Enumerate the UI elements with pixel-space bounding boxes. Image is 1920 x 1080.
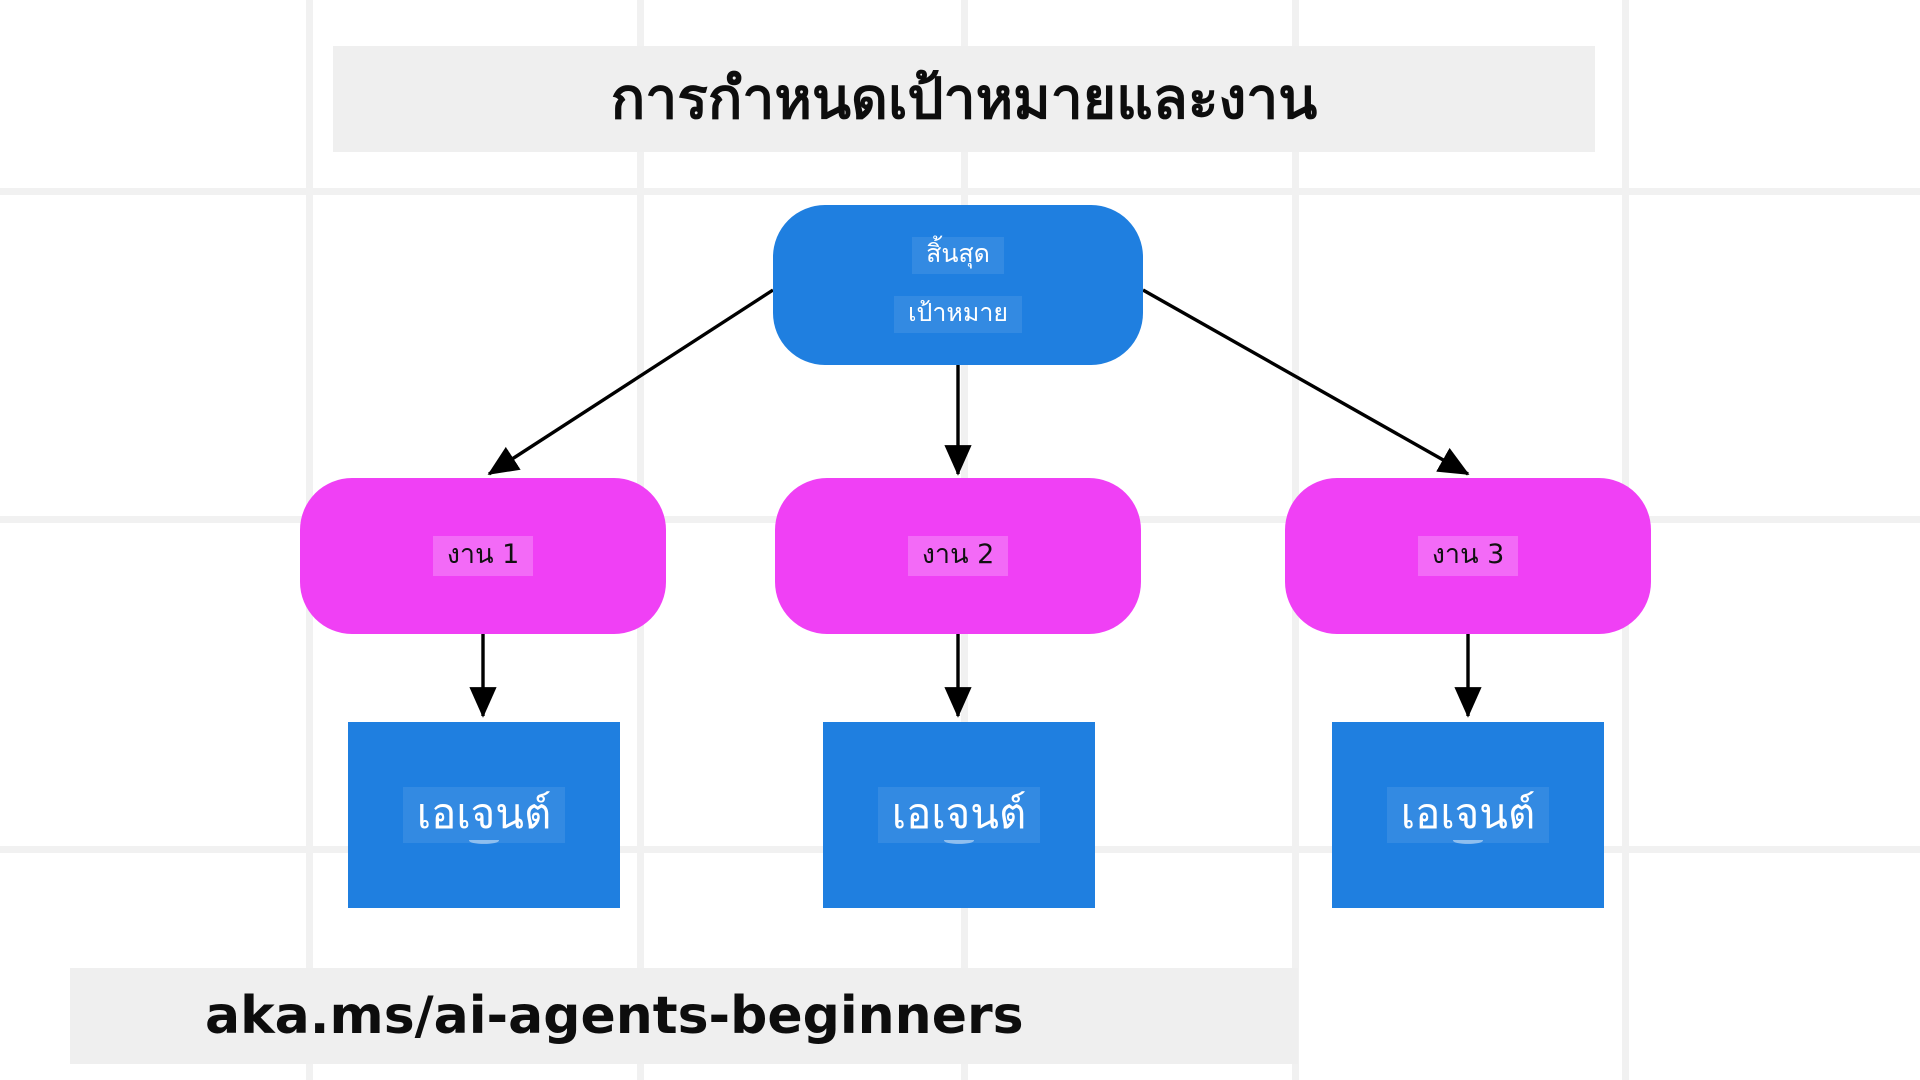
- task-node-2-label: งาน 2: [907, 536, 1009, 576]
- edge-goal-to-task-3: [1142, 288, 1470, 476]
- task-node-1[interactable]: งาน 1: [300, 478, 666, 634]
- task-node-1-label: งาน 1: [432, 536, 534, 576]
- goal-node[interactable]: สิ้นสุด เป้าหมาย: [773, 205, 1143, 365]
- title-banner: การกำหนดเป้าหมายและงาน: [333, 46, 1595, 152]
- agent-node-3[interactable]: เอเจนต์: [1332, 722, 1604, 908]
- agent-node-3-label: เอเจนต์: [1386, 786, 1550, 844]
- agent-node-1-label: เอเจนต์: [402, 786, 566, 844]
- grid-line-horizontal: [0, 188, 1920, 195]
- course-url: aka.ms/ai-agents-beginners: [205, 986, 1024, 1046]
- edge-goal-to-task-1: [487, 288, 774, 476]
- goal-node-line1: สิ้นสุด: [912, 237, 1004, 274]
- task-node-3[interactable]: งาน 3: [1285, 478, 1651, 634]
- task-node-3-label: งาน 3: [1417, 536, 1519, 576]
- url-banner: aka.ms/ai-agents-beginners: [70, 968, 1298, 1064]
- agent-node-2[interactable]: เอเจนต์: [823, 722, 1095, 908]
- goal-node-line2: เป้าหมาย: [893, 296, 1023, 333]
- agent-node-1[interactable]: เอเจนต์: [348, 722, 620, 908]
- page-title: การกำหนดเป้าหมายและงาน: [610, 66, 1318, 132]
- agent-node-2-label: เอเจนต์: [877, 786, 1041, 844]
- task-node-2[interactable]: งาน 2: [775, 478, 1141, 634]
